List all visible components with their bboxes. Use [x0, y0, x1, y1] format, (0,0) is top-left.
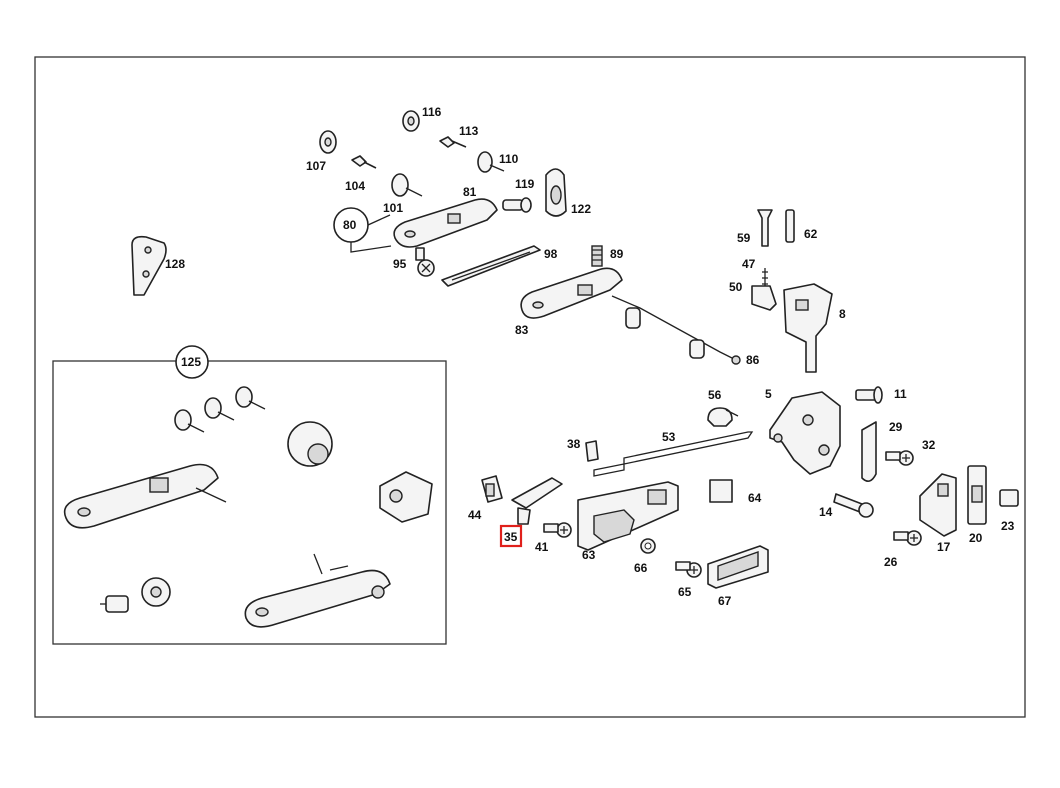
part-20-plate[interactable] [967, 465, 987, 525]
part-119-bolt[interactable] [502, 197, 532, 213]
label-80: 80 [343, 218, 357, 232]
label-113: 113 [459, 124, 479, 138]
part-107-washer[interactable] [319, 130, 337, 154]
part-63-housing[interactable] [577, 481, 679, 551]
label-101: 101 [383, 201, 403, 215]
label-119: 119 [515, 177, 535, 191]
label-47: 47 [742, 257, 756, 271]
label-41: 41 [535, 540, 549, 554]
label-50: 50 [729, 280, 743, 294]
part-101-tumbler[interactable] [391, 173, 423, 197]
label-53: 53 [662, 430, 676, 444]
part-86-linkage[interactable] [611, 295, 741, 365]
label-5: 5 [765, 387, 772, 401]
label-32: 32 [922, 438, 936, 452]
highlight-box-35 [499, 524, 523, 548]
label-95: 95 [393, 257, 407, 271]
part-113-key[interactable] [439, 136, 467, 148]
label-26: 26 [884, 555, 898, 569]
part-47-spring[interactable] [762, 268, 768, 290]
part-110-tumbler[interactable] [477, 151, 505, 173]
label-98: 98 [544, 247, 558, 261]
label-66: 66 [634, 561, 648, 575]
part-89-spring[interactable] [591, 245, 603, 267]
part-5-lock[interactable] [769, 391, 841, 475]
part-11-bolt[interactable] [855, 386, 883, 404]
label-110: 110 [499, 152, 519, 166]
part-122-cover[interactable] [545, 168, 567, 217]
label-63: 63 [582, 548, 596, 562]
inset-tumbler-3[interactable] [235, 386, 266, 410]
part-83-handle[interactable] [520, 267, 623, 319]
label-125: 125 [181, 355, 201, 369]
label-62: 62 [804, 227, 818, 241]
label-89: 89 [610, 247, 624, 261]
inset-tumbler-1[interactable] [174, 409, 205, 433]
label-65: 65 [678, 585, 692, 599]
label-83: 83 [515, 323, 529, 337]
label-128: 128 [165, 257, 185, 271]
part-104-key[interactable] [351, 155, 377, 169]
part-67-cover[interactable] [707, 545, 769, 589]
label-67: 67 [718, 594, 732, 608]
part-32-screw[interactable] [885, 450, 914, 466]
label-29: 29 [889, 420, 903, 434]
part-66-washer[interactable] [640, 538, 656, 554]
part-59-pin[interactable] [757, 209, 773, 247]
part-95-screw[interactable] [415, 247, 435, 277]
inset-lock-cylinder[interactable] [287, 421, 333, 467]
part-81-handle[interactable] [393, 198, 498, 248]
label-104: 104 [345, 179, 365, 193]
label-17: 17 [937, 540, 951, 554]
label-44: 44 [468, 508, 482, 522]
label-122: 122 [571, 202, 591, 216]
label-35: 35 [504, 530, 518, 544]
inset-cylinder-small[interactable] [100, 595, 129, 613]
label-20: 20 [969, 531, 983, 545]
part-56-clip[interactable] [707, 407, 739, 427]
part-65-screw[interactable] [675, 561, 702, 578]
label-116: 116 [422, 105, 442, 119]
inset-tumbler-2[interactable] [204, 397, 235, 421]
inset-gear[interactable] [141, 577, 171, 607]
part-14-bolt[interactable] [833, 493, 874, 518]
part-29-handle-bracket[interactable] [861, 421, 877, 482]
part-38-clip[interactable] [585, 440, 599, 462]
label-86: 86 [746, 353, 760, 367]
inset-handle-upper[interactable] [63, 463, 227, 529]
label-11: 11 [894, 387, 907, 401]
part-8-actuator[interactable] [783, 283, 833, 373]
label-81: 81 [463, 185, 477, 199]
part-50-bracket[interactable] [751, 285, 777, 311]
label-107: 107 [306, 159, 326, 173]
label-38: 38 [567, 437, 581, 451]
part-23-pad[interactable] [999, 489, 1019, 507]
part-26-screw[interactable] [893, 530, 922, 546]
label-64: 64 [748, 491, 762, 505]
label-8: 8 [839, 307, 846, 321]
part-116-washer[interactable] [402, 110, 420, 132]
part-53-rod[interactable] [593, 431, 754, 477]
part-17-striker[interactable] [919, 473, 957, 537]
label-59: 59 [737, 231, 751, 245]
part-128-cap[interactable] [131, 235, 167, 296]
inset-housing[interactable] [379, 471, 433, 523]
part-64-block[interactable] [709, 479, 733, 503]
label-56: 56 [708, 388, 722, 402]
part-44-bracket[interactable] [481, 475, 503, 503]
inset-frame-125 [52, 360, 447, 645]
part-41-screw[interactable] [543, 522, 572, 538]
part-98-gasket[interactable] [441, 245, 541, 287]
label-14: 14 [819, 505, 833, 519]
diagram-frame [34, 56, 1026, 718]
part-35-lever[interactable] [511, 477, 563, 525]
part-62-pin[interactable] [785, 209, 795, 243]
part-80-kit-circle[interactable] [333, 207, 392, 253]
label-23: 23 [1001, 519, 1015, 533]
inset-125-circle[interactable] [175, 345, 209, 379]
inset-handle-lower[interactable] [244, 553, 391, 628]
